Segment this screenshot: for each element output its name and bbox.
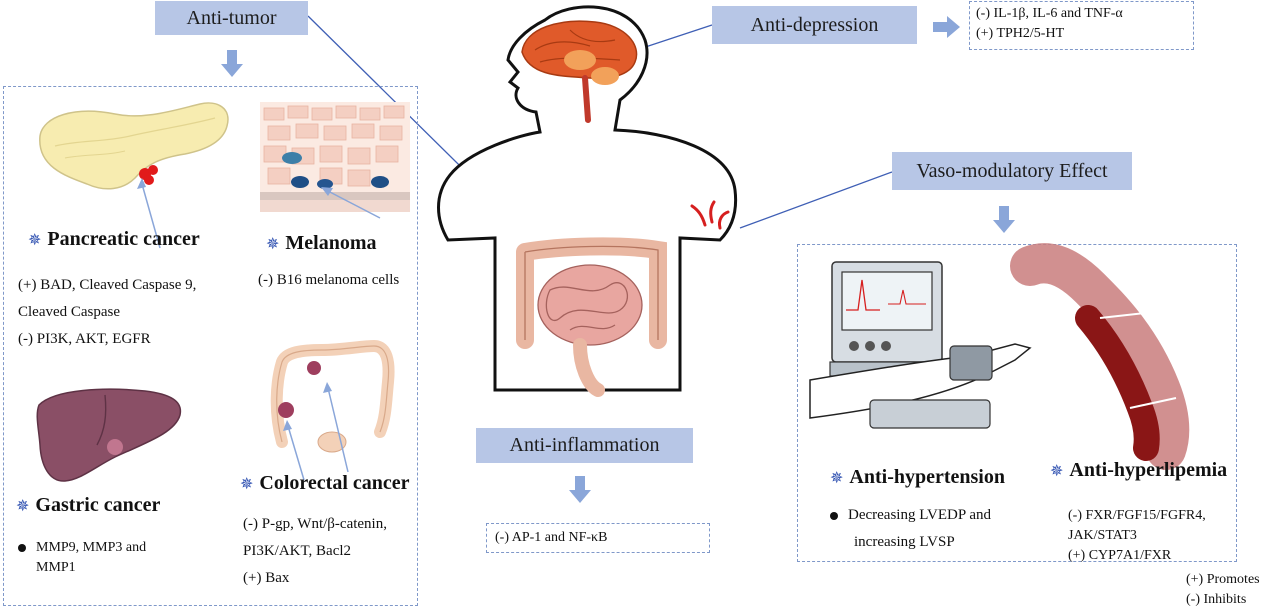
anti-hypertension-text: Decreasing LVEDP and increasing LVSP [830,502,991,556]
pancreatic-line-1: (+) BAD, Cleaved Caspase 9, [18,277,197,293]
anti-tumor-label: Anti-tumor [155,1,308,35]
anti-depression-line-1: (-) IL-1β, IL-6 and TNF-α [976,6,1123,21]
sun-star-icon: ✵ [28,231,42,249]
anti-hyperlipemia-text: (-) FXR/FGF15/FGFR4, JAK/STAT3 (+) CYP7A… [1068,506,1206,566]
anti-depression-panel: (-) IL-1β, IL-6 and TNF-α (+) TPH2/5-HT [969,1,1194,50]
human-body-illustration [437,5,738,397]
gastric-cancer-title-text: Gastric cancer [35,494,161,516]
anti-hyperlipemia-line-2: JAK/STAT3 [1068,528,1137,543]
vaso-modulatory-label: Vaso-modulatory Effect [892,152,1132,190]
gastric-cancer-text: MMP9, MMP3 and MMP1 [18,538,146,578]
anti-hypertension-title: ✵ Anti-hypertension [830,466,1005,489]
gastric-cancer-title: ✵ Gastric cancer [16,494,160,517]
sun-star-icon: ✵ [266,235,280,253]
anti-tumor-label-text: Anti-tumor [186,6,277,29]
colorectal-cancer-title-text: Colorectal cancer [259,472,410,494]
right-arrow-icon [933,16,960,38]
melanoma-title: ✵ Melanoma [266,232,377,255]
anti-depression-line-2: (+) TPH2/5-HT [976,26,1065,41]
pancreatic-cancer-text: (+) BAD, Cleaved Caspase 9, Cleaved Casp… [18,272,196,353]
vaso-modulatory-panel [797,244,1237,562]
liver-illustration [36,388,182,482]
anti-hyperlipemia-title-text: Anti-hyperlipemia [1069,459,1228,481]
sun-star-icon: ✵ [16,497,30,515]
sun-star-icon: ✵ [1050,462,1064,480]
melanoma-line-1: (-) B16 melanoma cells [258,272,400,288]
legend-promotes: (+) Promotes [1186,572,1260,587]
legend-inhibits: (-) Inhibits [1186,592,1247,607]
anti-hypertension-title-text: Anti-hypertension [849,466,1005,488]
colon-pointer-arrow-2 [323,382,349,473]
anti-hypertension-line-1: Decreasing LVEDP and [830,502,991,529]
pancreas-pointer-arrow [137,178,161,249]
anti-inflammation-label-text: Anti-inflammation [509,434,660,456]
gastric-line-2: MMP1 [36,560,76,575]
colorectal-line-1: (-) P-gp, Wnt/β-catenin, [243,516,387,532]
anti-inflammation-line-1: (-) AP-1 and NF-κB [495,530,608,545]
anti-inflammation-label: Anti-inflammation [476,428,693,463]
connector-vaso [739,171,893,229]
legend: (+) Promotes (-) Inhibits [1186,570,1260,610]
melanoma-illustration [260,102,410,212]
anti-hyperlipemia-line-3: (+) CYP7A1/FXR [1068,548,1172,563]
pancreas-illustration [39,102,229,190]
colorectal-cancer-title: ✵ Colorectal cancer [240,472,410,495]
melanoma-text: (-) B16 melanoma cells [258,267,399,294]
melanoma-pointer-arrow [321,187,381,219]
gastric-line-1: MMP9, MMP3 and [18,538,146,558]
anti-hypertension-line-2: increasing LVSP [854,534,955,550]
vaso-modulatory-label-text: Vaso-modulatory Effect [916,159,1108,182]
anti-hyperlipemia-title: ✵ Anti-hyperlipemia [1050,459,1227,482]
bullet-icon [830,511,838,520]
colorectal-cancer-text: (-) P-gp, Wnt/β-catenin, PI3K/AKT, Bacl2… [243,511,387,592]
sun-star-icon: ✵ [830,469,844,487]
anti-tumor-panel [3,86,418,606]
pancreatic-cancer-title-text: Pancreatic cancer [47,228,200,250]
melanoma-title-text: Melanoma [285,232,377,254]
blood-pressure-monitor-illustration [809,261,1032,429]
colorectal-line-2: PI3K/AKT, Bacl2 [243,543,352,559]
anti-hyperlipemia-line-1: (-) FXR/FGF15/FGFR4, [1068,508,1206,523]
pancreatic-line-2: Cleaved Caspase [18,304,121,320]
bullet-icon [18,543,26,552]
sun-star-icon: ✵ [240,475,254,493]
colon-pointer-arrow-1 [283,420,305,481]
anti-inflammation-panel: (-) AP-1 and NF-κB [486,523,710,553]
colorectal-line-3: (+) Bax [243,570,290,586]
down-arrow-icon [993,206,1015,233]
anti-depression-label-text: Anti-depression [750,13,879,36]
pancreatic-cancer-title: ✵ Pancreatic cancer [28,228,200,251]
down-arrow-icon [221,50,243,77]
down-arrow-icon [569,476,591,503]
artery-illustration [1010,243,1190,470]
pancreatic-line-3: (-) PI3K, AKT, EGFR [18,331,151,347]
anti-depression-label: Anti-depression [712,6,917,44]
